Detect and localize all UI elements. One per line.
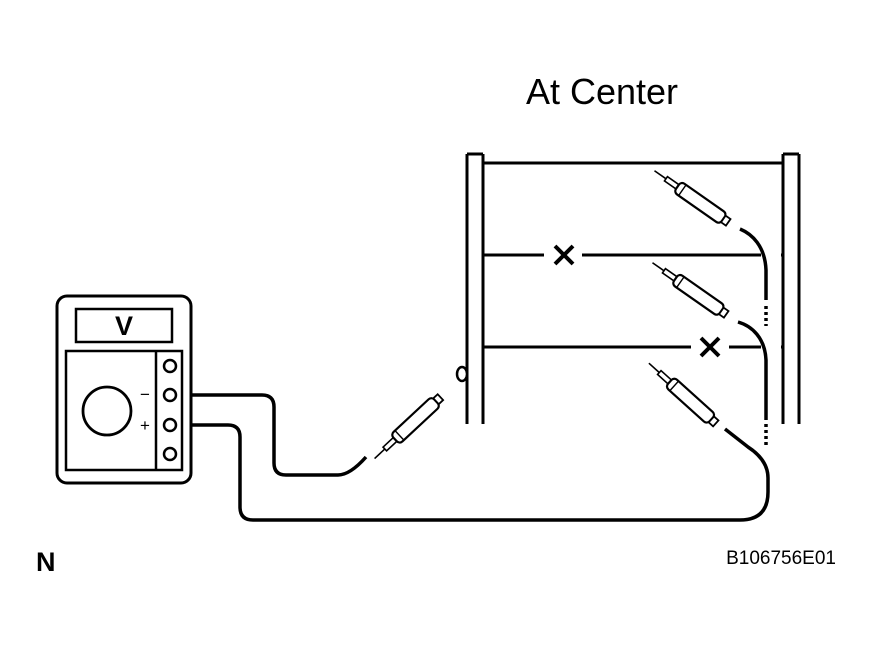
voltmeter-terminal-negative (162, 387, 178, 403)
voltmeter-minus-label: − (140, 385, 150, 404)
wire-break-x-icon (699, 336, 721, 358)
voltmeter-display-label: V (115, 311, 133, 341)
wire-gap (761, 342, 781, 352)
voltmeter-terminal-positive (162, 417, 178, 433)
voltmeter-plus-label: + (140, 416, 150, 435)
wire-gap (761, 250, 781, 260)
probe-middle (647, 256, 732, 321)
probe-ground (369, 391, 446, 465)
probe-lower (643, 357, 722, 430)
lead-negative (170, 393, 368, 477)
voltmeter-terminal (162, 446, 178, 462)
figure-code: B106756E01 (726, 548, 836, 569)
glass-left-rail (465, 152, 485, 424)
probe-clip (455, 365, 469, 383)
lead-positive (170, 423, 770, 522)
voltmeter-display (74, 307, 174, 344)
probe-upper (649, 164, 734, 229)
lead-upper (739, 227, 768, 300)
voltmeter: V − + (55, 294, 193, 485)
lead-middle (737, 320, 768, 420)
voltmeter-terminal (162, 358, 178, 374)
corner-label: N (36, 547, 56, 577)
glass-right-rail (781, 152, 801, 424)
voltmeter-dial (81, 385, 133, 437)
diagram-title: At Center (526, 71, 678, 112)
wire-break-x-icon (553, 244, 575, 266)
